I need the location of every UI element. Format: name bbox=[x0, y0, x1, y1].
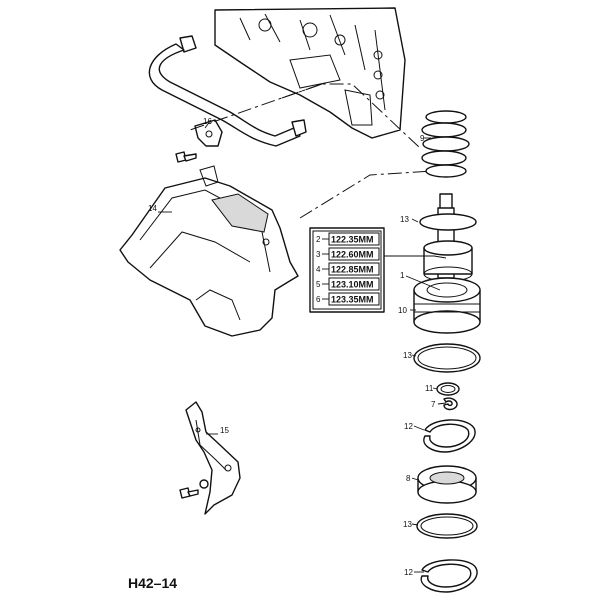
callout-8: 8 bbox=[406, 474, 411, 483]
size-table-value: 123.35MM bbox=[331, 295, 374, 305]
circlip-part-7 bbox=[443, 397, 458, 411]
size-table-index: 3 bbox=[316, 250, 321, 259]
assembly-line-middle bbox=[299, 169, 449, 219]
callout-16: 16 bbox=[203, 117, 212, 126]
guard-part-15 bbox=[185, 401, 241, 515]
snap-ring-part-12-lower bbox=[420, 559, 478, 593]
bolt-part-15 bbox=[179, 479, 209, 499]
callout-7: 7 bbox=[431, 400, 436, 409]
bracket-part-16 bbox=[194, 119, 223, 147]
breather-pipe bbox=[148, 35, 307, 147]
callout-10: 10 bbox=[398, 306, 407, 315]
o-ring-part-13-top bbox=[419, 213, 477, 231]
pump-body-part-1 bbox=[423, 240, 473, 282]
callout-13-top: 13 bbox=[400, 215, 409, 224]
leader-lines bbox=[158, 123, 447, 573]
assembly-line-diag bbox=[189, 83, 323, 131]
size-table: 2 122.35MM 3 122.60MM 4 122.85MM 5 123.10MM 6 123… bbox=[309, 227, 385, 313]
assembly-line-upper bbox=[281, 83, 421, 149]
size-table-index: 5 bbox=[316, 280, 321, 289]
callout-12-lower: 12 bbox=[404, 568, 413, 577]
snap-ring-part-12-upper bbox=[423, 419, 476, 453]
o-ring-part-13-lower bbox=[416, 513, 478, 539]
piston-part-10 bbox=[413, 277, 481, 334]
callout-11: 11 bbox=[425, 384, 434, 393]
engine-block bbox=[214, 7, 406, 139]
seal-part-8 bbox=[417, 465, 477, 504]
size-table-value: 123.10MM bbox=[331, 280, 374, 290]
callout-15: 15 bbox=[220, 426, 229, 435]
spring-part-9 bbox=[421, 110, 470, 178]
callout-12-upper: 12 bbox=[404, 422, 413, 431]
o-ring-part-13-middle bbox=[413, 343, 481, 373]
size-table-value: 122.85MM bbox=[331, 265, 374, 275]
callout-13-lower: 13 bbox=[403, 520, 412, 529]
figure-reference: H42–14 bbox=[128, 575, 177, 591]
size-table-index: 4 bbox=[316, 265, 321, 274]
callout-9: 9 bbox=[420, 134, 425, 143]
size-table-index: 6 bbox=[316, 295, 321, 304]
table-leader-arrow bbox=[433, 255, 447, 259]
bolt-part-16 bbox=[175, 151, 197, 163]
size-table-value: 122.35MM bbox=[331, 235, 374, 245]
callout-13-middle: 13 bbox=[403, 351, 412, 360]
washer-part-11 bbox=[436, 382, 460, 396]
size-table-value: 122.60MM bbox=[331, 250, 374, 260]
size-table-index: 2 bbox=[316, 235, 321, 244]
callout-1: 1 bbox=[400, 271, 405, 280]
callout-14: 14 bbox=[148, 204, 157, 213]
oil-pan-cover-part-14 bbox=[119, 165, 299, 337]
